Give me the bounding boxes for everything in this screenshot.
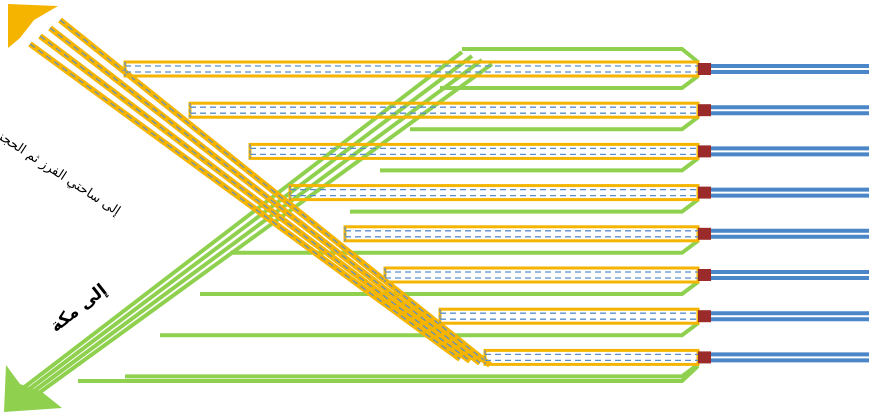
screening-lane	[288, 184, 700, 202]
lane-return-road	[200, 280, 700, 296]
makkah-diagonal-road	[24, 58, 484, 399]
screening-lane	[343, 225, 700, 243]
gate-marker	[698, 269, 711, 281]
bottom-connector-road	[78, 364, 700, 383]
exit-lanes	[711, 64, 869, 363]
lane-return-road	[350, 198, 700, 214]
gate-markers	[698, 63, 711, 364]
arrow-up-left-icon	[8, 4, 58, 48]
screening-lane	[438, 307, 700, 325]
lane-return-road	[230, 239, 700, 255]
makkah-diagonal-road	[18, 54, 474, 398]
lane-return-road	[440, 74, 700, 90]
makkah-diagonal-road	[12, 50, 464, 397]
screening-lane	[383, 266, 700, 284]
gate-marker	[698, 145, 711, 158]
screening-lane	[248, 142, 700, 160]
screening-lane	[123, 60, 700, 78]
makkah-route-roads	[12, 47, 700, 400]
screening-lane	[188, 101, 700, 119]
screening-diagonal-dash	[29, 43, 461, 360]
gate-marker	[698, 310, 711, 323]
top-connector-road	[462, 47, 700, 64]
gate-marker	[698, 104, 711, 117]
lane-return-road	[125, 362, 700, 379]
screening-diagonal-lane	[38, 33, 472, 364]
direction-arrows	[4, 4, 62, 412]
screening-diagonal-dash	[49, 27, 481, 364]
lane-return-road	[160, 321, 700, 338]
gate-marker	[698, 227, 711, 240]
lane-return-road	[410, 115, 700, 132]
gate-marker	[698, 186, 711, 199]
arrow-down-left-icon	[4, 365, 62, 412]
makkah-diagonal-road	[30, 62, 494, 400]
lane-return-road	[380, 156, 700, 173]
screening-lane	[483, 348, 700, 366]
gate-marker	[698, 63, 711, 75]
gate-marker	[698, 351, 711, 364]
